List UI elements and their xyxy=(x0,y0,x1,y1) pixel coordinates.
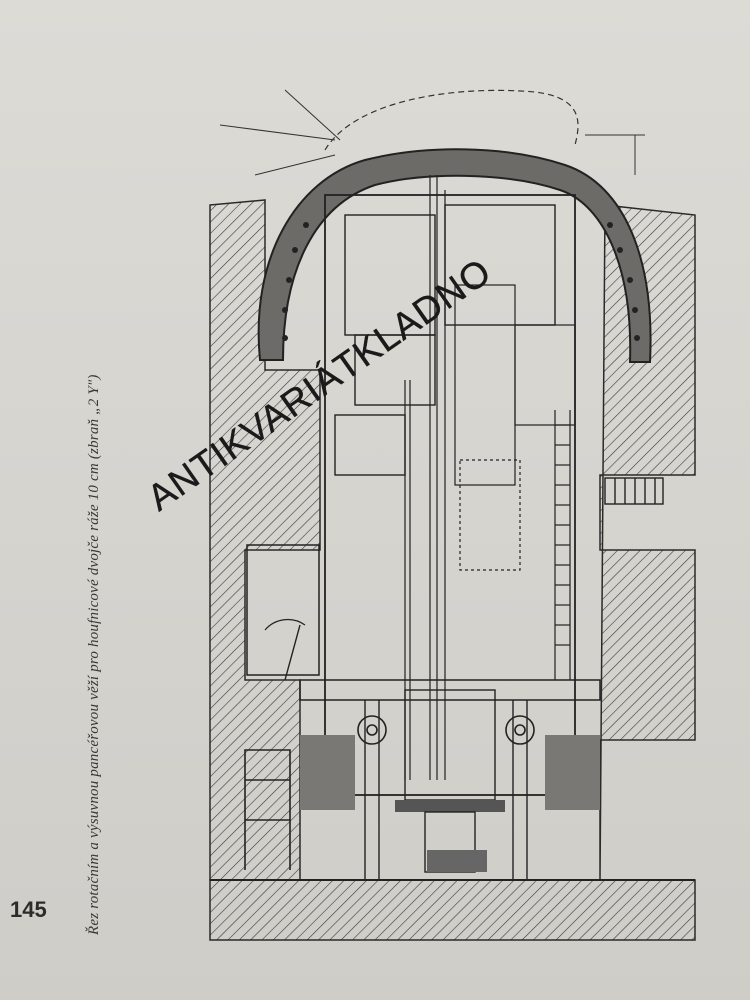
technical-section-drawing-icon xyxy=(209,89,696,941)
turret-section-drawing xyxy=(205,80,700,945)
page-number: 145 xyxy=(10,897,47,922)
figure-caption: Řez rotačním a výsuvnou pancéřovou věží … xyxy=(86,374,102,935)
